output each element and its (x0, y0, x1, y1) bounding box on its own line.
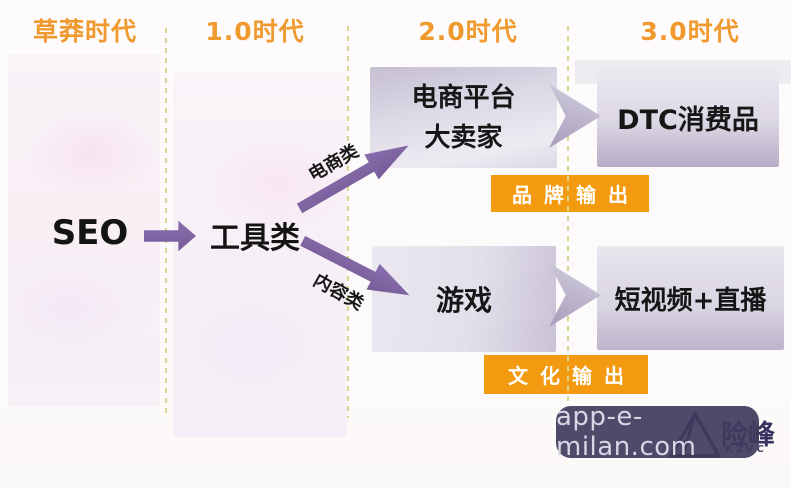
dtc-box-label: DTC消费品 (617, 104, 759, 136)
game-box-label: 游戏 (435, 284, 492, 317)
seo-node-label: SEO (51, 213, 129, 253)
column-divider-2 (347, 26, 349, 418)
ecommerce-box-line2: 大卖家 (424, 122, 503, 153)
video-live-box: 短视频+直播 (597, 246, 784, 350)
game-box: 游戏 (372, 246, 556, 352)
era-header-caomang: 草莽时代 (32, 17, 137, 46)
column-divider-1 (165, 28, 167, 413)
tools-node-label: 工具类 (210, 221, 300, 256)
era-header-2-0: 2.0时代 (418, 17, 518, 46)
column1-background-wash (8, 54, 160, 406)
brand-output-badge: 品牌输出 (491, 175, 649, 212)
ecommerce-box-line1: 电商平台 (411, 82, 516, 113)
watermark-text: app-e-milan.com (556, 402, 697, 462)
chevron-arrow-icon-bottom (549, 263, 601, 327)
era-header-3-0: 3.0时代 (640, 17, 740, 46)
dtc-box: DTC消费品 (597, 67, 779, 167)
column-divider-3 (567, 26, 569, 410)
watermark-pill: app-e-milan.com (556, 402, 759, 462)
culture-output-badge: 文化输出 (484, 355, 648, 394)
era-header-1-0: 1.0时代 (205, 17, 305, 46)
video-box-label: 短视频+直播 (614, 285, 767, 316)
